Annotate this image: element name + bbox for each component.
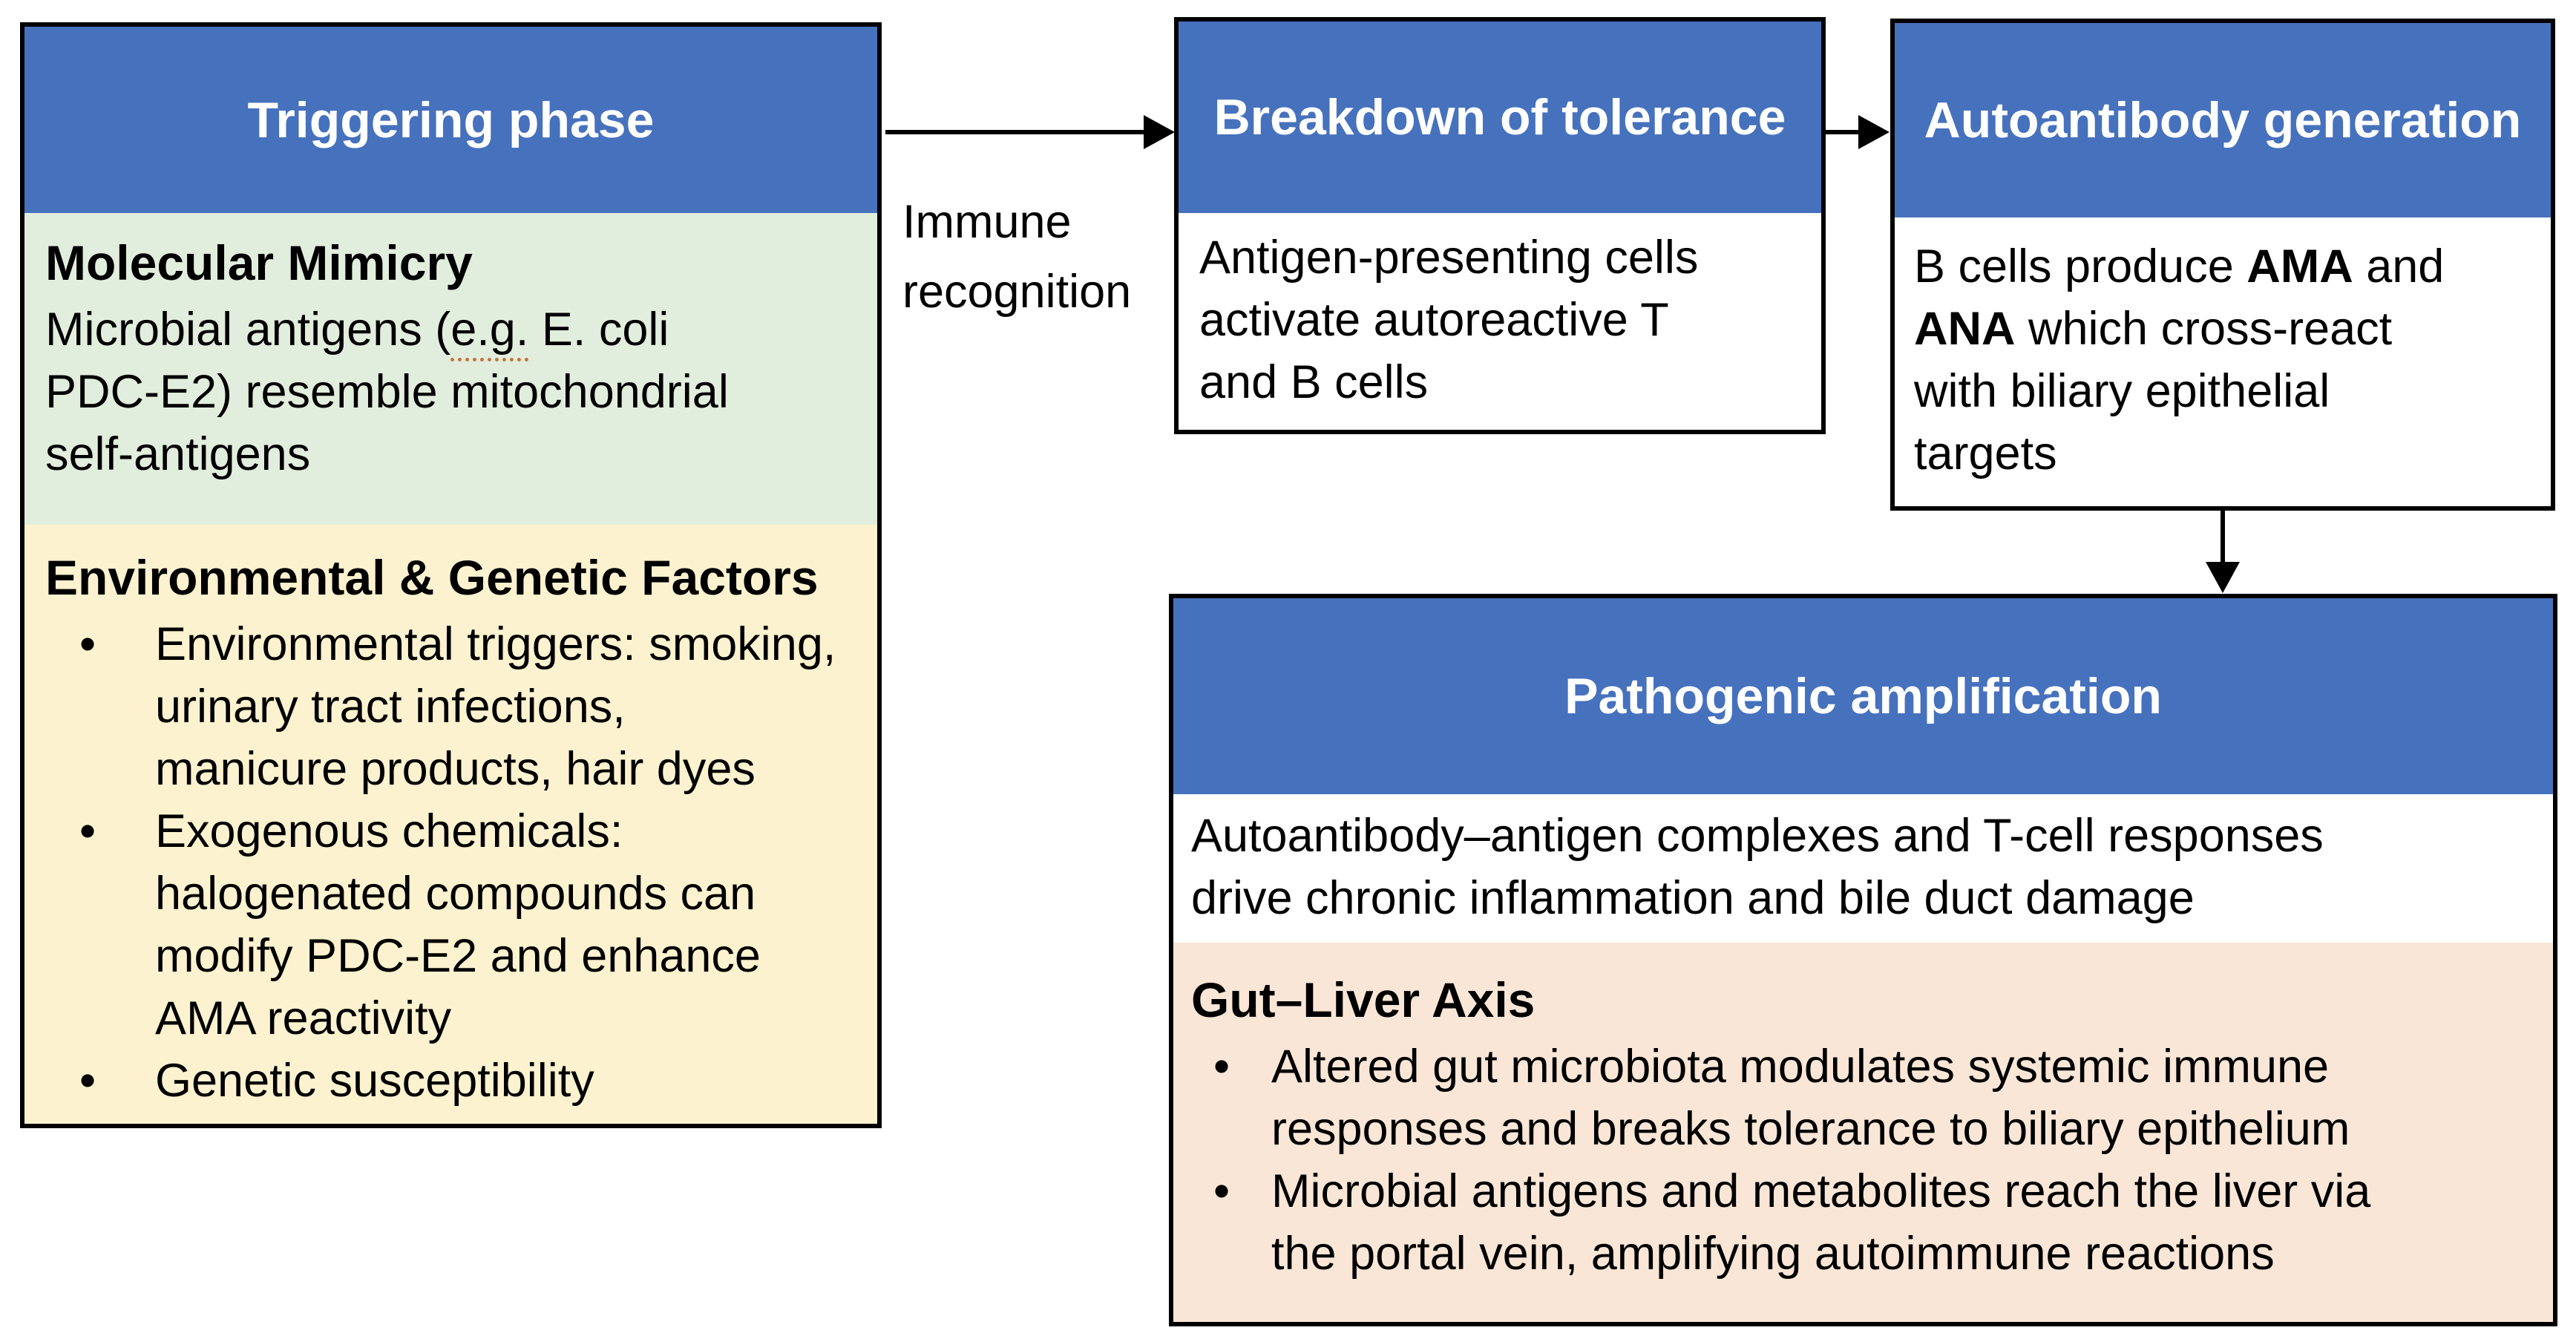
- ama-bold-text: AMA: [2246, 240, 2353, 292]
- arrow-autoantibody-to-pathogenic-line: [2221, 511, 2225, 564]
- autoantibody-text-seg1: B cells produce: [1914, 240, 2247, 292]
- section-molecular-mimicry: Molecular Mimicry Microbial antigens (e.…: [24, 213, 877, 525]
- arrow-right-icon: [1858, 115, 1890, 149]
- bullet-altered-gut-microbiota: Altered gut microbiota modulates systemi…: [1191, 1035, 2538, 1160]
- arrow-immune-recognition-line: [885, 130, 1145, 134]
- autoantibody-text-seg2: and: [2366, 240, 2445, 292]
- breakdown-tolerance-body: Antigen-presenting cells activate autore…: [1199, 232, 1699, 408]
- autoantibody-text-seg3: which cross-react with biliary epithelia…: [1914, 303, 2393, 479]
- gut-liver-bullet-list: Altered gut microbiota modulates systemi…: [1191, 1035, 2538, 1285]
- breakdown-tolerance-title: Breakdown of tolerance: [1213, 89, 1786, 145]
- bullet-environmental-triggers: Environmental triggers: smoking, urinary…: [45, 613, 873, 800]
- box-pathogenic-amplification: Pathogenic amplification Autoantibody–an…: [1169, 594, 2557, 1326]
- triggering-phase-title: Triggering phase: [247, 91, 655, 148]
- section-environmental-genetic: Environmental & Genetic Factors Environm…: [24, 525, 877, 1124]
- molecular-mimicry-body: Microbial antigens (e.g. E. coli PDC-E2)…: [45, 298, 868, 485]
- section-gut-liver-axis: Gut–Liver Axis Altered gut microbiota mo…: [1173, 943, 2553, 1322]
- bullet-microbial-antigens-portal-vein: Microbial antigens and metabolites reach…: [1191, 1160, 2538, 1285]
- breakdown-tolerance-header: Breakdown of tolerance: [1179, 22, 1821, 213]
- environmental-genetic-heading: Environmental & Genetic Factors: [45, 550, 819, 605]
- immune-recognition-label: Immune recognition: [902, 196, 1132, 318]
- gut-liver-axis-heading: Gut–Liver Axis: [1191, 972, 1536, 1027]
- molecular-mimicry-text-prefix: Microbial antigens (: [45, 304, 451, 356]
- arrow-breakdown-to-autoantibody-line: [1826, 130, 1861, 134]
- molecular-mimicry-text-suffix: E. coli PDC-E2) resemble mitochondrial s…: [45, 304, 729, 480]
- pathogenic-amplification-title: Pathogenic amplification: [1564, 668, 2162, 724]
- molecular-mimicry-heading: Molecular Mimicry: [45, 235, 473, 290]
- autoantibody-generation-body: B cells produce AMA and ANA which cross-…: [1895, 217, 2551, 485]
- triggering-phase-header: Triggering phase: [24, 27, 877, 213]
- autoantibody-generation-header: Autoantibody generation: [1895, 23, 2551, 217]
- pathogenic-amplification-header: Pathogenic amplification: [1173, 598, 2553, 794]
- bullet-genetic-susceptibility: Genetic susceptibility: [45, 1050, 873, 1112]
- environmental-genetic-bullet-list: Environmental triggers: smoking, urinary…: [45, 613, 873, 1112]
- arrow-down-icon: [2206, 562, 2240, 593]
- ana-bold-text: ANA: [1914, 303, 2016, 355]
- arrow-right-icon: [1144, 115, 1175, 149]
- box-triggering-phase: Triggering phase Molecular Mimicry Micro…: [20, 22, 882, 1128]
- spellcheck-underlined-word: e.g.: [450, 304, 529, 361]
- bullet-exogenous-chemicals: Exogenous chemicals: halogenated compoun…: [45, 800, 873, 1050]
- box-breakdown-of-tolerance: Breakdown of tolerance Antigen-presentin…: [1174, 17, 1826, 434]
- box-autoantibody-generation: Autoantibody generation B cells produce …: [1890, 19, 2555, 511]
- autoantibody-generation-title: Autoantibody generation: [1924, 92, 2522, 148]
- pathogenic-amplification-body: Autoantibody–antigen complexes and T-cel…: [1173, 794, 2553, 943]
